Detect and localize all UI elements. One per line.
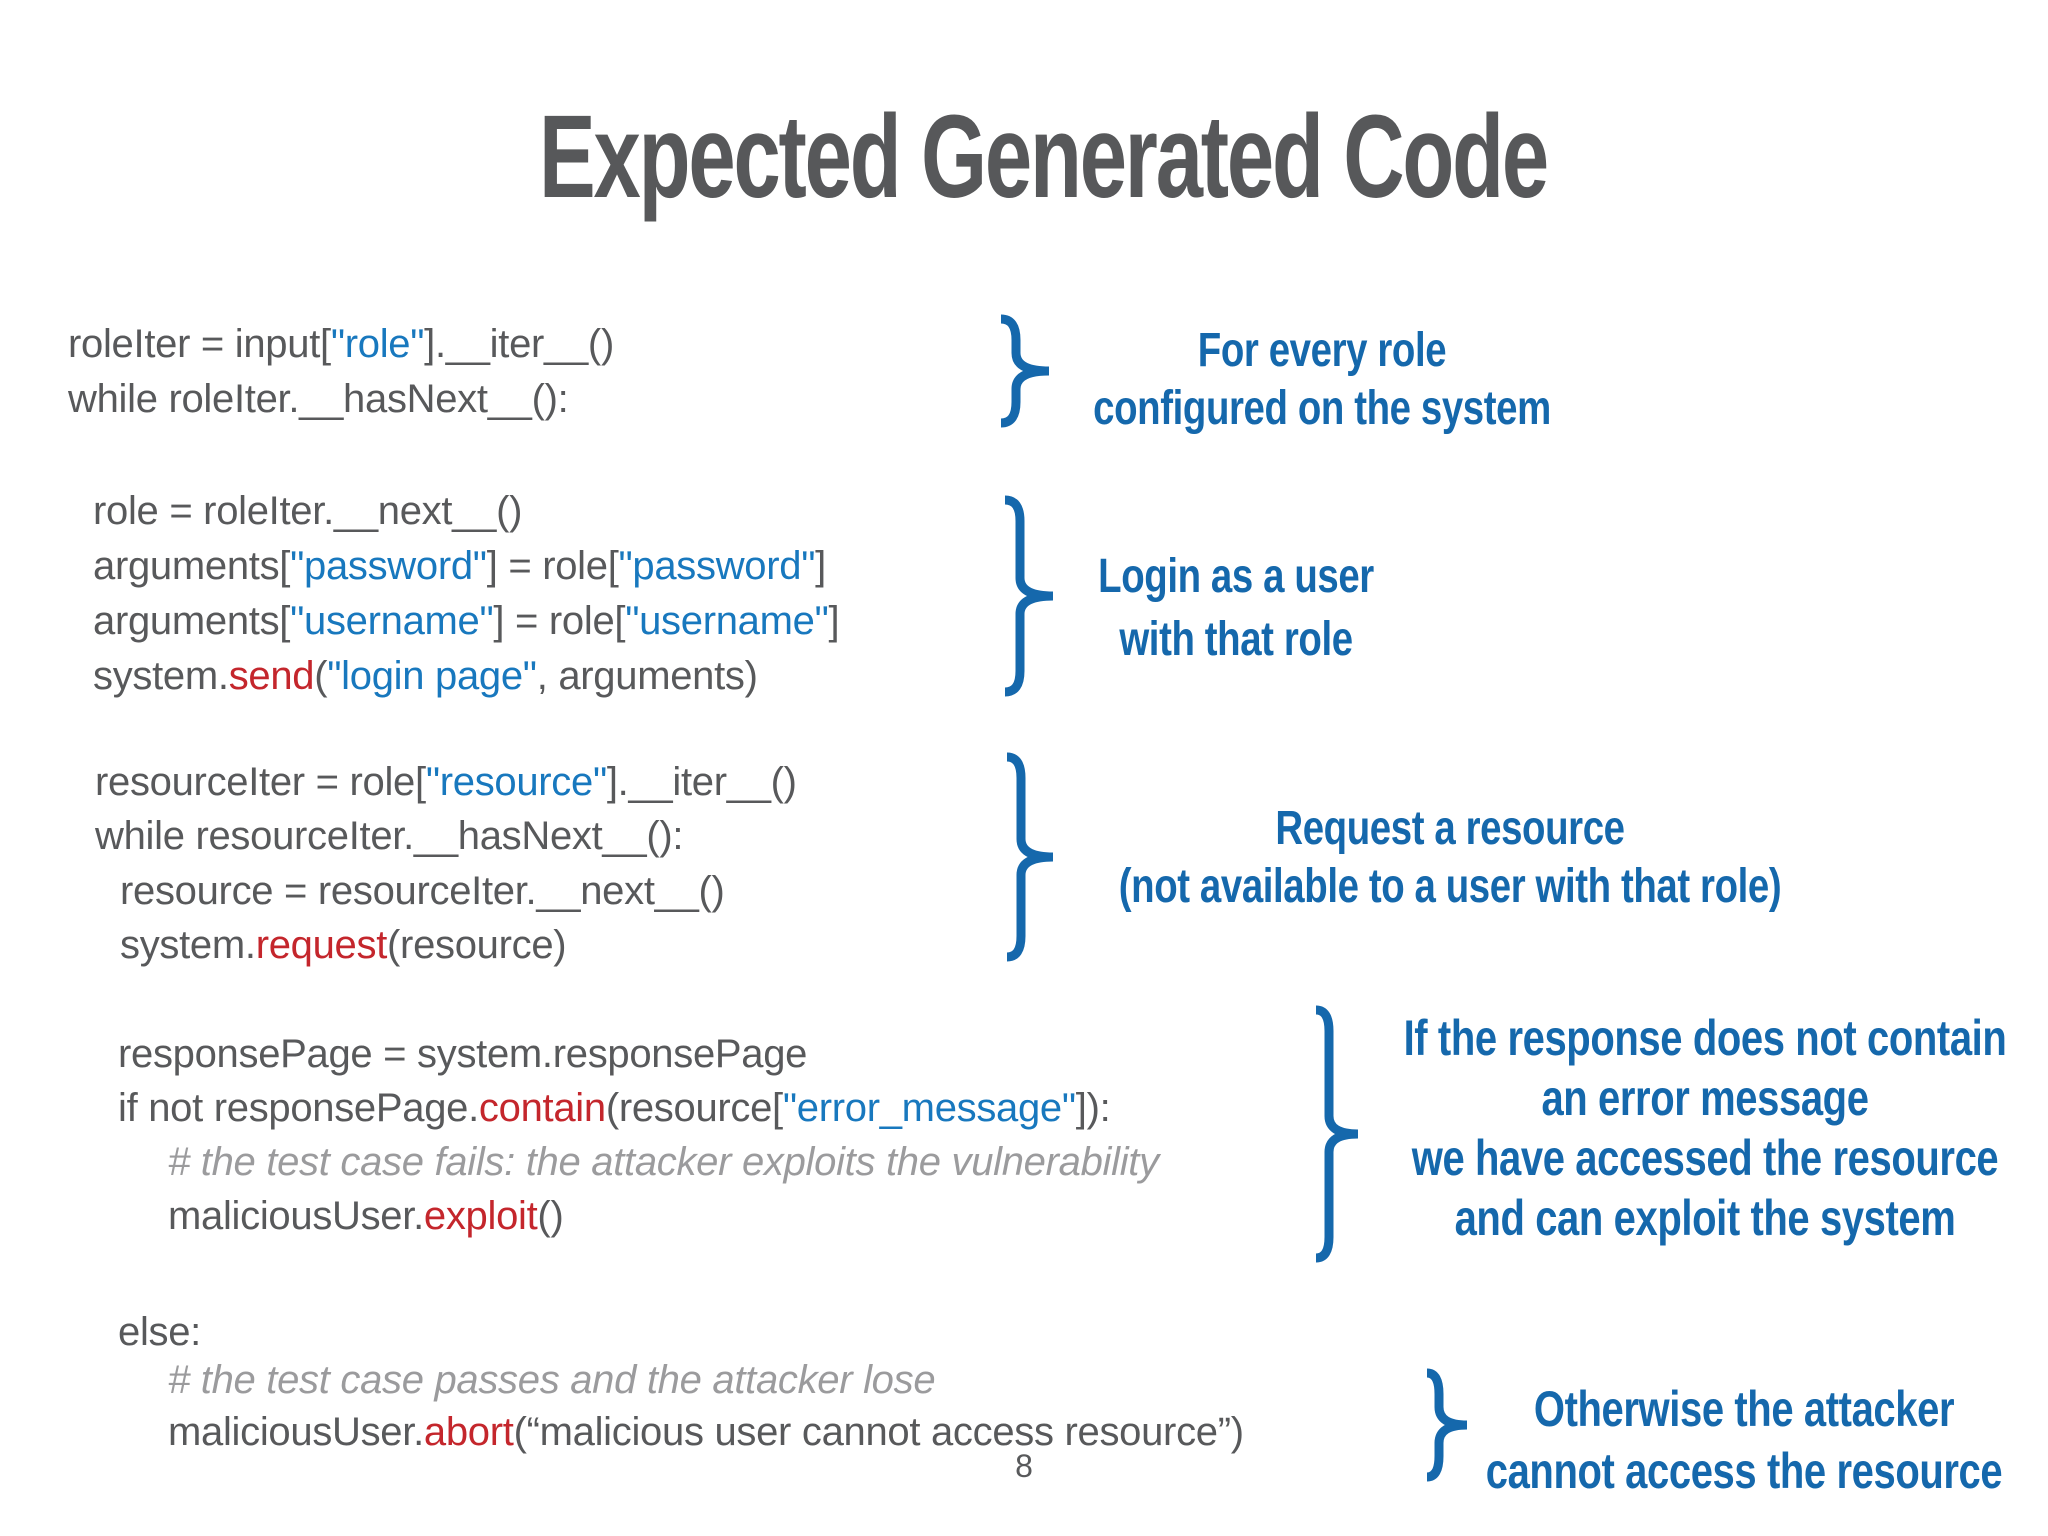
annotation-line: Login as a user xyxy=(1098,550,1374,603)
code-segment-plain: ] = role[ xyxy=(486,544,619,588)
code-line: system.send("login page", arguments) xyxy=(93,654,758,698)
right-brace-icon xyxy=(1426,1368,1468,1482)
code-segment-plain: responsePage = system.responsePage xyxy=(118,1032,808,1076)
code-segment-string: "login page" xyxy=(327,654,537,698)
slide-title: Expected Generated Code xyxy=(343,98,1743,216)
annotation-line: (not available to a user with that role) xyxy=(1118,860,1782,913)
code-line: role = roleIter.__next__() xyxy=(93,489,522,533)
code-segment-plain: ] = role[ xyxy=(493,599,626,643)
code-segment-method: exploit xyxy=(423,1194,538,1238)
code-segment-plain: else: xyxy=(118,1310,201,1354)
right-brace-icon xyxy=(1315,1005,1359,1263)
annotation-line: If the response does not contain xyxy=(1403,1010,2007,1066)
annotation-text-inner: Otherwise the attacker cannot access the … xyxy=(1486,1378,2003,1502)
annotation-line: configured on the system xyxy=(1093,382,1551,435)
code-line: system.request(resource) xyxy=(120,923,567,967)
code-segment-plain: (“malicious user cannot access resource”… xyxy=(513,1410,1244,1454)
code-segment-plain: role = roleIter.__next__() xyxy=(93,489,523,533)
code-line: maliciousUser.abort(“malicious user cann… xyxy=(168,1410,1244,1454)
code-segment-plain: () xyxy=(537,1194,564,1238)
code-line: while roleIter.__hasNext__(): xyxy=(68,377,569,421)
annotation-line: For every role xyxy=(1197,324,1447,377)
annotation-line: Otherwise the attacker xyxy=(1533,1381,1955,1437)
annotation-line: with that role xyxy=(1119,613,1353,666)
code-segment-plain: resourceIter = role[ xyxy=(95,760,426,804)
code-segment-comment: # the test case passes and the attacker … xyxy=(168,1358,936,1402)
code-segment-plain: ].__iter__() xyxy=(606,760,797,804)
code-segment-plain: (resource) xyxy=(387,923,567,967)
code-line: roleIter = input["role"].__iter__() xyxy=(68,322,614,366)
code-segment-plain: ] xyxy=(828,599,840,643)
page-number: 8 xyxy=(1015,1448,1033,1484)
code-segment-string: "resource" xyxy=(425,760,607,804)
code-segment-plain: resource = resourceIter.__next__() xyxy=(120,869,725,913)
code-line: if not responsePage.contain(resource["er… xyxy=(118,1086,1111,1130)
right-brace-icon xyxy=(1004,495,1054,697)
code-segment-plain: system. xyxy=(93,654,229,698)
annotation-line: and can exploit the system xyxy=(1454,1190,1956,1246)
code-segment-plain: , arguments) xyxy=(536,654,758,698)
code-segment-plain: ].__iter__() xyxy=(424,322,614,366)
code-segment-plain: while resourceIter.__hasNext__(): xyxy=(95,814,684,858)
code-segment-plain: ( xyxy=(314,654,328,698)
code-segment-string: "role" xyxy=(330,322,425,366)
annotation-line: an error message xyxy=(1541,1070,1869,1126)
code-segment-plain: ]): xyxy=(1075,1086,1111,1130)
code-segment-method: send xyxy=(228,654,315,698)
code-line: responsePage = system.responsePage xyxy=(118,1032,807,1076)
annotation-text-inner: Login as a user with that role xyxy=(1098,545,1374,671)
code-segment-method: abort xyxy=(423,1410,514,1454)
code-segment-plain: while roleIter.__hasNext__(): xyxy=(68,377,569,421)
code-segment-method: request xyxy=(255,923,388,967)
right-brace-icon xyxy=(1000,314,1050,428)
code-segment-plain: arguments[ xyxy=(93,544,291,588)
code-segment-plain: ] xyxy=(815,544,826,588)
annotation-text-inner: Request a resource(not available to a us… xyxy=(1119,800,1782,916)
annotation-text: Login as a user with that role xyxy=(1064,545,1409,671)
code-line: while resourceIter.__hasNext__(): xyxy=(95,814,683,858)
annotation-line: we have accessed the resource xyxy=(1411,1130,1999,1186)
code-segment-plain: maliciousUser. xyxy=(168,1194,424,1238)
code-line: # the test case passes and the attacker … xyxy=(168,1358,936,1402)
code-segment-plain: roleIter = input[ xyxy=(68,322,331,366)
code-segment-string: "password" xyxy=(618,544,816,588)
annotation-text: Request a resource(not available to a us… xyxy=(1036,800,1864,916)
slide-title-text: Expected Generated Code xyxy=(539,91,1549,223)
code-line: maliciousUser.exploit() xyxy=(168,1194,564,1238)
code-line: arguments["password"] = role["password"] xyxy=(93,544,826,588)
code-segment-plain: maliciousUser. xyxy=(168,1410,424,1454)
code-segment-string: "username" xyxy=(290,599,494,643)
code-line: resourceIter = role["resource"].__iter__… xyxy=(95,760,797,804)
code-segment-string: "error_message" xyxy=(782,1086,1076,1130)
code-segment-plain: system. xyxy=(120,923,256,967)
code-segment-plain: arguments[ xyxy=(93,599,291,643)
code-line: # the test case fails: the attacker expl… xyxy=(168,1140,1159,1184)
annotation-line: Request a resource xyxy=(1275,802,1625,855)
code-line: else: xyxy=(118,1310,201,1354)
code-segment-string: "password" xyxy=(290,544,487,588)
code-segment-string: "username" xyxy=(625,599,829,643)
code-segment-comment: # the test case fails: the attacker expl… xyxy=(168,1140,1159,1184)
code-segment-plain: if not responsePage. xyxy=(118,1086,479,1130)
annotation-line: cannot access the resource xyxy=(1485,1443,2003,1499)
annotation-text: Otherwise the attacker cannot access the … xyxy=(1421,1378,2048,1502)
code-segment-method: contain xyxy=(478,1086,606,1130)
code-line: arguments["username"] = role["username"] xyxy=(93,599,840,643)
code-segment-plain: (resource[ xyxy=(605,1086,783,1130)
right-brace-icon xyxy=(1006,752,1054,962)
code-line: resource = resourceIter.__next__() xyxy=(120,869,725,913)
